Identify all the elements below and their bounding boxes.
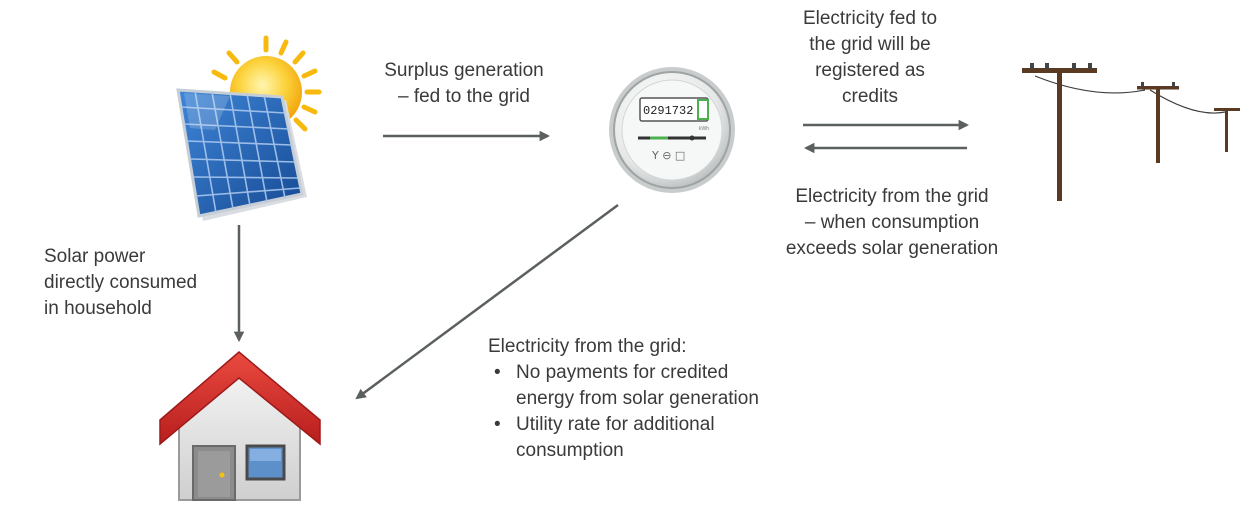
direct-consumption-label-line: in household [44,298,152,319]
svg-text:Y ⊖ □: Y ⊖ □ [651,149,685,162]
list-item-line: energy from solar generation [516,388,759,409]
direct-consumption-label: Solar power directly consumed in househo… [44,244,244,322]
meter-counter: 0291732 [643,104,693,118]
fed-credits-label-line: the grid will be [809,34,931,55]
from-grid-label: Electricity from the grid – when consump… [752,184,1032,262]
utility-poles-icon [1022,63,1240,201]
grid-billing-note-heading: Electricity from the grid: [488,336,687,357]
list-item-line: Utility rate for additional [516,414,715,435]
grid-billing-note-list: No payments for credited energy from sol… [488,360,848,464]
solar-panel-icon [176,88,307,221]
from-grid-label-line: exceeds solar generation [785,238,999,259]
direct-consumption-label-line: Solar power [44,246,146,267]
surplus-label-line: Surplus generation [384,60,544,81]
grid-billing-note: Electricity from the grid: No payments f… [488,334,848,464]
fed-credits-label-line: registered as [815,60,925,81]
list-item: Utility rate for additional consumption [488,412,848,464]
list-item-line: consumption [516,440,624,461]
fed-credits-label-line: credits [842,86,898,107]
list-item-line: No payments for credited [516,362,729,383]
list-item: No payments for credited energy from sol… [488,360,848,412]
from-grid-label-line: – when consumption [804,212,980,233]
house-icon [159,351,321,501]
electricity-meter-icon: 0291732 kWh Y ⊖ □ [609,67,735,193]
from-grid-label-line: Electricity from the grid [795,186,989,207]
direct-consumption-label-line: directly consumed [44,272,198,293]
meter-unit: kWh [699,126,709,132]
surplus-label: Surplus generation – fed to the grid [356,58,572,110]
surplus-label-line: – fed to the grid [397,86,531,107]
arrow-meter-to-house [355,203,619,400]
fed-credits-label-line: Electricity fed to [802,8,938,29]
fed-credits-label: Electricity fed to the grid will be regi… [770,6,970,110]
